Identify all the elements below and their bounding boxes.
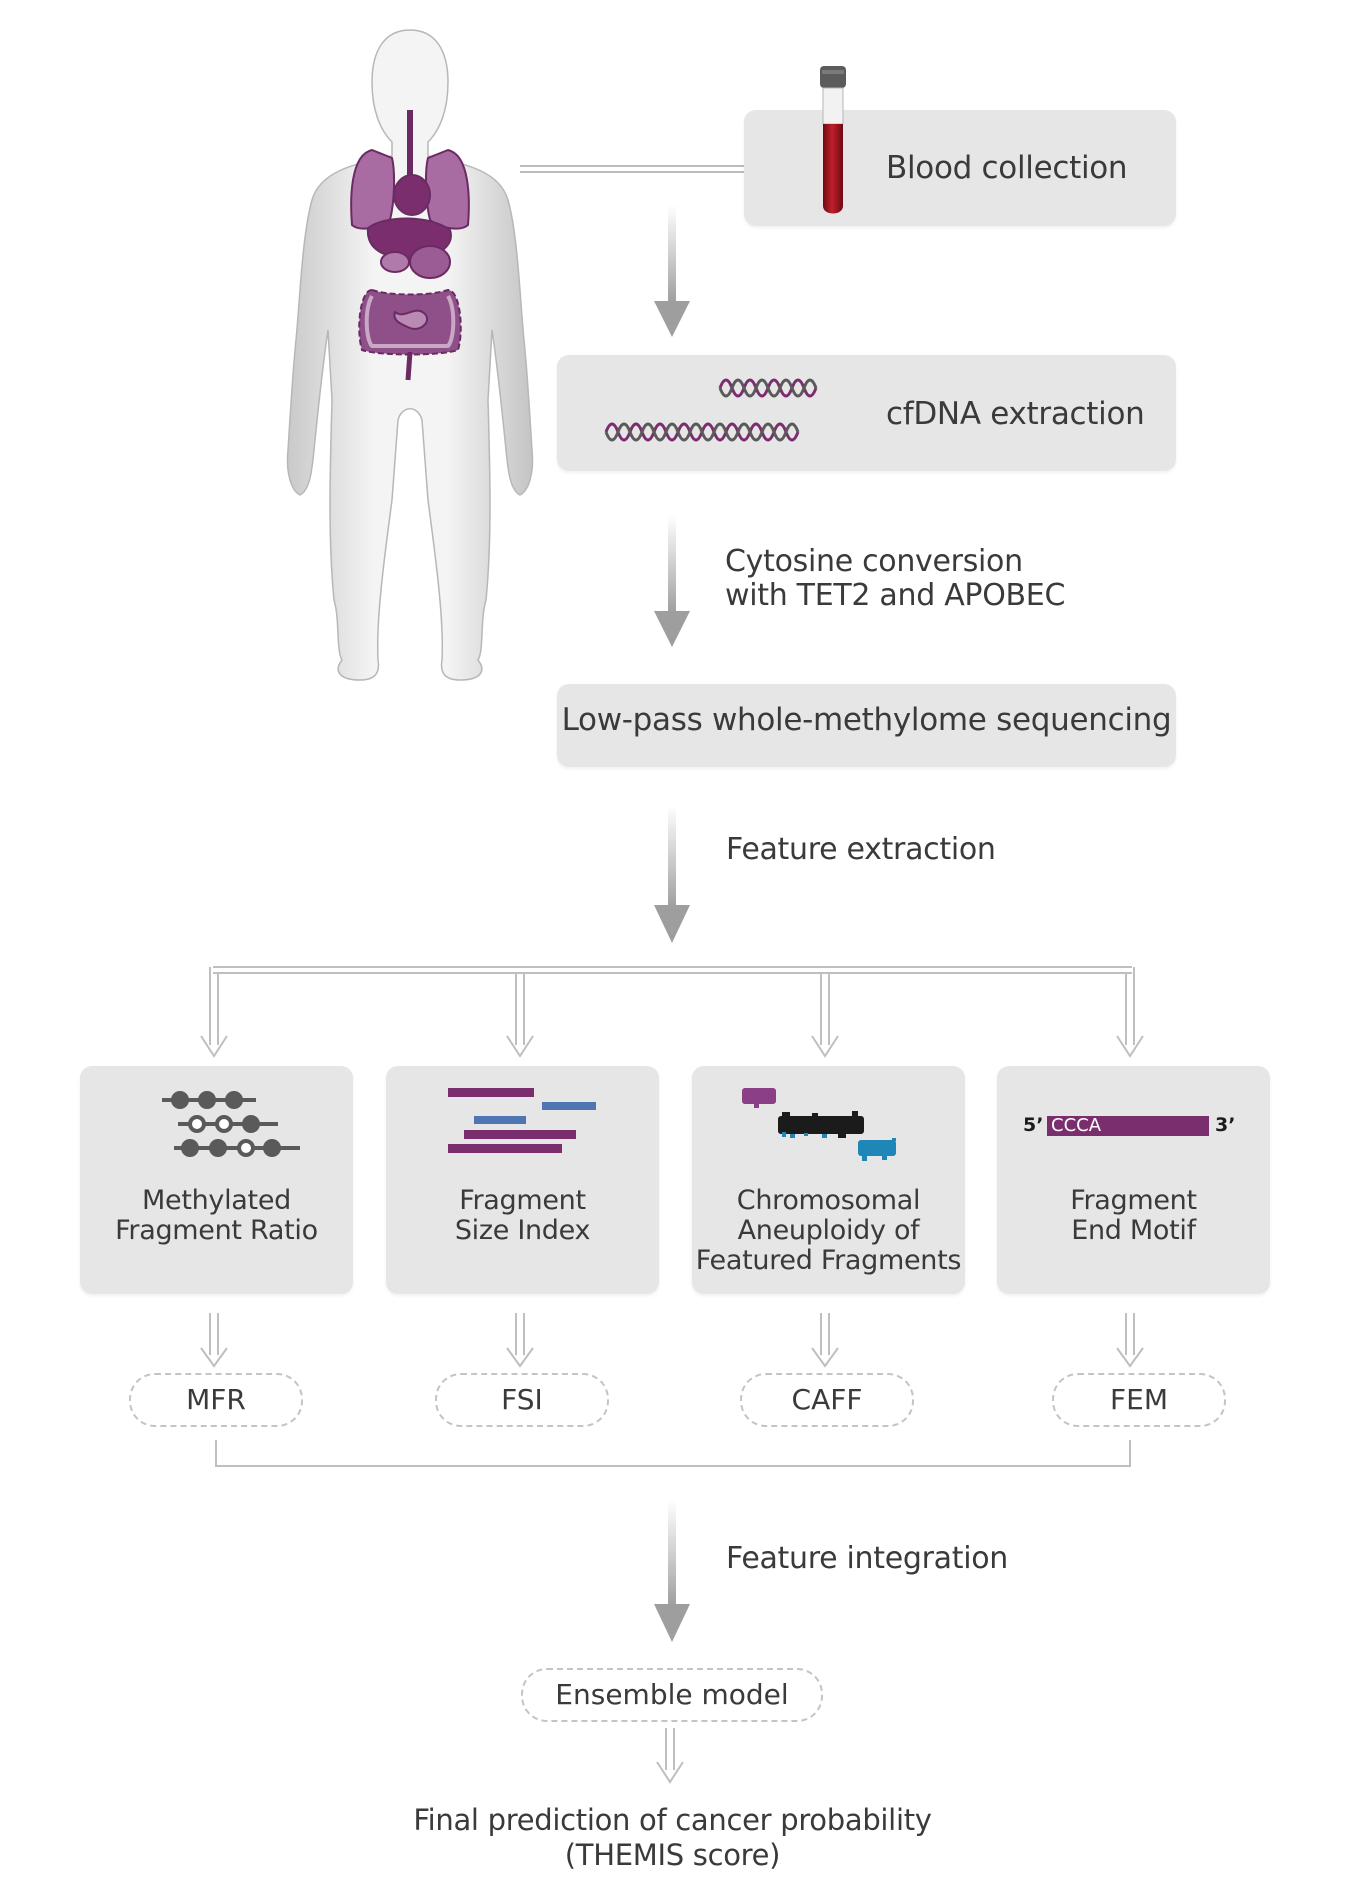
feature-name-fsi: Fragment Size Index: [454, 1185, 591, 1247]
blood-collection-label: Blood collection: [886, 150, 1128, 186]
pill-fem: FEM: [1052, 1373, 1226, 1427]
arrow-down-2: [654, 515, 690, 647]
pill-mfr: MFR: [129, 1373, 303, 1427]
arrow-down-4: [654, 1500, 690, 1642]
branch-arrow-fem: [1116, 967, 1144, 1058]
cytosine-conversion-label: Cytosine conversion with TET2 and APOBEC: [725, 544, 1066, 613]
internal-organs-icon: [350, 110, 470, 381]
methylation-lollipop-icon: [162, 1091, 300, 1157]
feature-box-fem: 5’ CCCA 3’ Fragment End Motif: [997, 1066, 1270, 1294]
final-prediction-line2: (THEMIS score): [564, 1838, 781, 1872]
blood-tube-icon: [820, 66, 846, 214]
pill-arrow-fem: [1116, 1313, 1144, 1368]
dna-double-helix-icon: [604, 378, 818, 442]
five-prime-label: 5’: [1023, 1114, 1044, 1136]
pill-arrow-mfr: [200, 1313, 228, 1368]
arrow-down-3: [654, 805, 690, 943]
cfdna-extraction-label: cfDNA extraction: [886, 396, 1145, 432]
three-prime-label: 3’: [1215, 1114, 1236, 1136]
branch-arrow-fsi: [506, 973, 534, 1058]
blood-collection-box: [744, 110, 1176, 226]
branch-arrow-mfr: [200, 967, 228, 1058]
final-prediction-line1: Final prediction of cancer probability: [413, 1803, 932, 1837]
feature-integration-label: Feature integration: [726, 1541, 1008, 1576]
ensemble-model-pill: Ensemble model: [521, 1668, 823, 1722]
feature-name-caff: Chromosomal Aneuploidy of Featured Fragm…: [695, 1185, 962, 1277]
sequencing-label: Low-pass whole-methylome sequencing: [561, 702, 1172, 738]
pill-caff: CAFF: [740, 1373, 914, 1427]
motif-sequence: CCCA: [1051, 1115, 1102, 1136]
feature-box-fsi: Fragment Size Index: [386, 1066, 659, 1294]
feature-name-mfr: Methylated Fragment Ratio: [115, 1185, 318, 1247]
branch-arrow-caff: [811, 973, 839, 1058]
feature-name-fem: Fragment End Motif: [1070, 1185, 1197, 1247]
feature-box-mfr: Methylated Fragment Ratio: [80, 1066, 353, 1294]
integration-bracket: [215, 1440, 1131, 1467]
pill-arrow-caff: [811, 1313, 839, 1368]
motif-bar: CCCA: [1047, 1116, 1209, 1136]
feature-extraction-label: Feature extraction: [726, 832, 996, 867]
fragment-size-bars-icon: [448, 1088, 596, 1153]
sequencing-box: [557, 684, 1176, 767]
feature-box-caff: Chromosomal Aneuploidy of Featured Fragm…: [692, 1066, 965, 1294]
arrow-down-1: [654, 205, 690, 337]
pill-arrow-fsi: [506, 1313, 534, 1368]
copy-number-scatter-icon: [742, 1088, 896, 1161]
final-arrow: [656, 1728, 684, 1784]
pill-fsi: FSI: [435, 1373, 609, 1427]
cfdna-extraction-box: [557, 355, 1176, 471]
end-motif-icon: 5’ CCCA 3’: [1023, 1114, 1243, 1138]
